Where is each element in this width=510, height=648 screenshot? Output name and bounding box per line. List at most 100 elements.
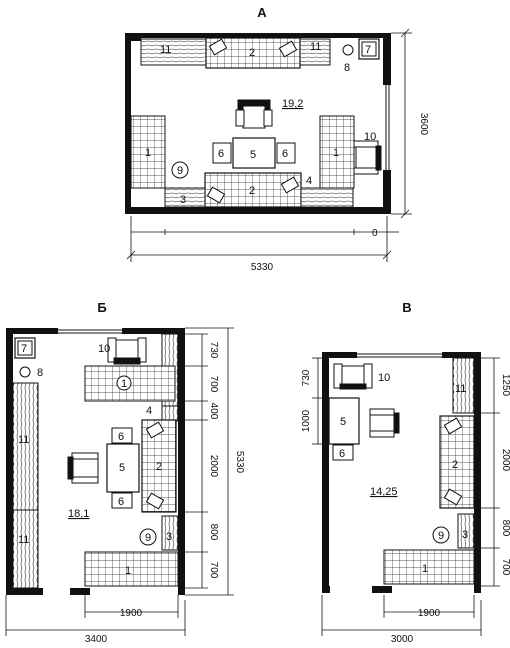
plan-a-label-11: 11 xyxy=(160,44,171,56)
plan-a-lamp xyxy=(342,44,354,56)
plan-b-armchair-table xyxy=(67,452,99,484)
plan-v-label-1: 1 xyxy=(422,563,428,575)
plan-a-label-2-bottom: 2 xyxy=(249,185,255,197)
plan-b-label-11-bottom: 11 xyxy=(18,534,29,546)
plan-b-dimensions xyxy=(5,327,234,636)
plan-b-dim-700: 700 xyxy=(208,376,219,393)
plan-b-area: 18,1 xyxy=(68,508,89,520)
plan-b-dim-1900: 1900 xyxy=(120,608,143,619)
plan-b-tv-stand xyxy=(14,337,36,359)
plan-v-label-6: 6 xyxy=(339,448,345,460)
plan-b-label-5: 5 xyxy=(119,462,125,474)
plan-b-dim-3400: 3400 xyxy=(85,634,108,645)
plan-v-dim-1250: 1250 xyxy=(500,374,510,397)
plan-b-chair-top xyxy=(111,427,133,444)
plan-a-label-6-right: 6 xyxy=(282,148,288,160)
plan-a-label-9: 9 xyxy=(177,165,183,177)
plan-b-shelf xyxy=(161,515,179,551)
plan-b-lamp xyxy=(19,366,31,378)
plan-a-label-4: 4 xyxy=(306,175,312,187)
plan-b-label-1-top: 1 xyxy=(121,378,127,390)
plan-a-dim-height: 3600 xyxy=(418,113,429,136)
plan-a-label-6-left: 6 xyxy=(218,148,224,160)
plan-b-label-8: 8 xyxy=(37,367,43,379)
plan-b-label-7: 7 xyxy=(21,343,27,355)
plan-b-label-1-bottom: 1 xyxy=(125,565,131,577)
plan-a-walls xyxy=(125,33,391,214)
plan-v-label-2: 2 xyxy=(452,459,458,471)
plan-b-walls xyxy=(6,328,185,595)
plan-a-label-10: 10 xyxy=(364,131,376,143)
plan-a-area: 19,2 xyxy=(282,98,303,110)
plan-v-cabinet xyxy=(383,549,475,585)
plan-b-label-6-bottom: 6 xyxy=(118,496,124,508)
plan-b-label-3: 3 xyxy=(166,531,172,543)
plan-a-label-5: 5 xyxy=(250,149,256,161)
plan-a-label-8: 8 xyxy=(344,62,350,74)
plan-b-label-4: 4 xyxy=(146,405,152,417)
plan-b-dim-5330: 5330 xyxy=(234,451,245,474)
plan-b-label-6-top: 6 xyxy=(118,431,124,443)
plan-a-label-1-right: 1 xyxy=(333,147,339,159)
plan-a-shelf xyxy=(164,187,206,208)
plan-b-dim-400: 400 xyxy=(208,403,219,420)
plan-a-plant xyxy=(171,161,189,179)
plan-a-stand xyxy=(300,187,354,208)
plan-b-chair-bottom xyxy=(111,492,133,509)
plan-b-label-2: 2 xyxy=(156,461,162,473)
plan-b-dim-700b: 700 xyxy=(208,562,219,579)
plan-v-dimensions xyxy=(312,357,500,636)
plan-a-dim-width: 5330 xyxy=(251,262,274,273)
plan-v-dim-3000: 3000 xyxy=(391,634,414,645)
plan-v-label-10: 10 xyxy=(378,372,390,384)
plan-v-walls xyxy=(322,352,481,593)
plan-b-label-10: 10 xyxy=(98,343,110,355)
plan-a: А 11 11 2 8 7 19,2 1 xyxy=(125,5,429,273)
plan-v-label-11: 11 xyxy=(455,383,466,395)
plan-a-dimensions xyxy=(126,28,412,262)
plan-v-plant xyxy=(432,526,450,544)
plan-b-title: Б xyxy=(97,300,106,315)
plan-v-dim-1900: 1900 xyxy=(418,608,441,619)
plan-a-label-1-left: 1 xyxy=(145,147,151,159)
plan-a-label-11b: 11 xyxy=(310,41,321,53)
plan-v-armchair-table xyxy=(369,408,400,438)
plan-a-armchair-top xyxy=(235,99,273,129)
plan-b: Б 7 8 11 11 10 xyxy=(5,300,245,645)
plan-v-label-3: 3 xyxy=(462,529,468,541)
plan-b-wardrobe xyxy=(12,382,39,589)
plan-a-label-7: 7 xyxy=(365,44,371,56)
plan-b-label-9: 9 xyxy=(145,532,151,544)
plan-v-dim-730: 730 xyxy=(301,369,312,386)
plan-b-plant xyxy=(139,528,157,546)
plan-b-sofa xyxy=(141,419,177,513)
plan-a-wardrobe-top xyxy=(140,38,207,66)
plan-v-dim-2000: 2000 xyxy=(500,449,510,472)
plan-a-tv-stand xyxy=(358,38,380,60)
plan-b-dim-730: 730 xyxy=(208,342,219,359)
plan-a-chair-right xyxy=(276,142,296,164)
plan-v-table xyxy=(328,397,360,445)
plan-a-dim-zero: 0 xyxy=(372,228,378,239)
plan-v-area: 14,25 xyxy=(370,486,398,498)
plan-v-title: В xyxy=(402,300,411,315)
plan-v-label-5: 5 xyxy=(340,416,346,428)
plan-b-table xyxy=(106,443,140,493)
plan-b-label-11-top: 11 xyxy=(18,434,29,446)
plan-v-wardrobe xyxy=(452,357,475,414)
plan-v-dim-800: 800 xyxy=(500,520,510,537)
plan-a-label-2-top: 2 xyxy=(249,47,255,59)
plan-v-chair xyxy=(332,444,354,461)
plan-a-armchair-right xyxy=(353,140,382,175)
plan-a-label-3: 3 xyxy=(180,194,186,206)
plan-b-dim-2000: 2000 xyxy=(208,455,219,478)
plan-b-dim-800: 800 xyxy=(208,524,219,541)
plan-v: В 10 11 5 6 xyxy=(301,300,510,645)
plan-a-cabinet-left xyxy=(130,115,166,189)
plan-a-table xyxy=(232,137,276,169)
plan-v-label-9: 9 xyxy=(438,530,444,542)
plan-v-dim-1000: 1000 xyxy=(301,409,312,432)
plan-v-dim-700: 700 xyxy=(500,559,510,576)
plan-a-chair-left xyxy=(212,142,232,164)
